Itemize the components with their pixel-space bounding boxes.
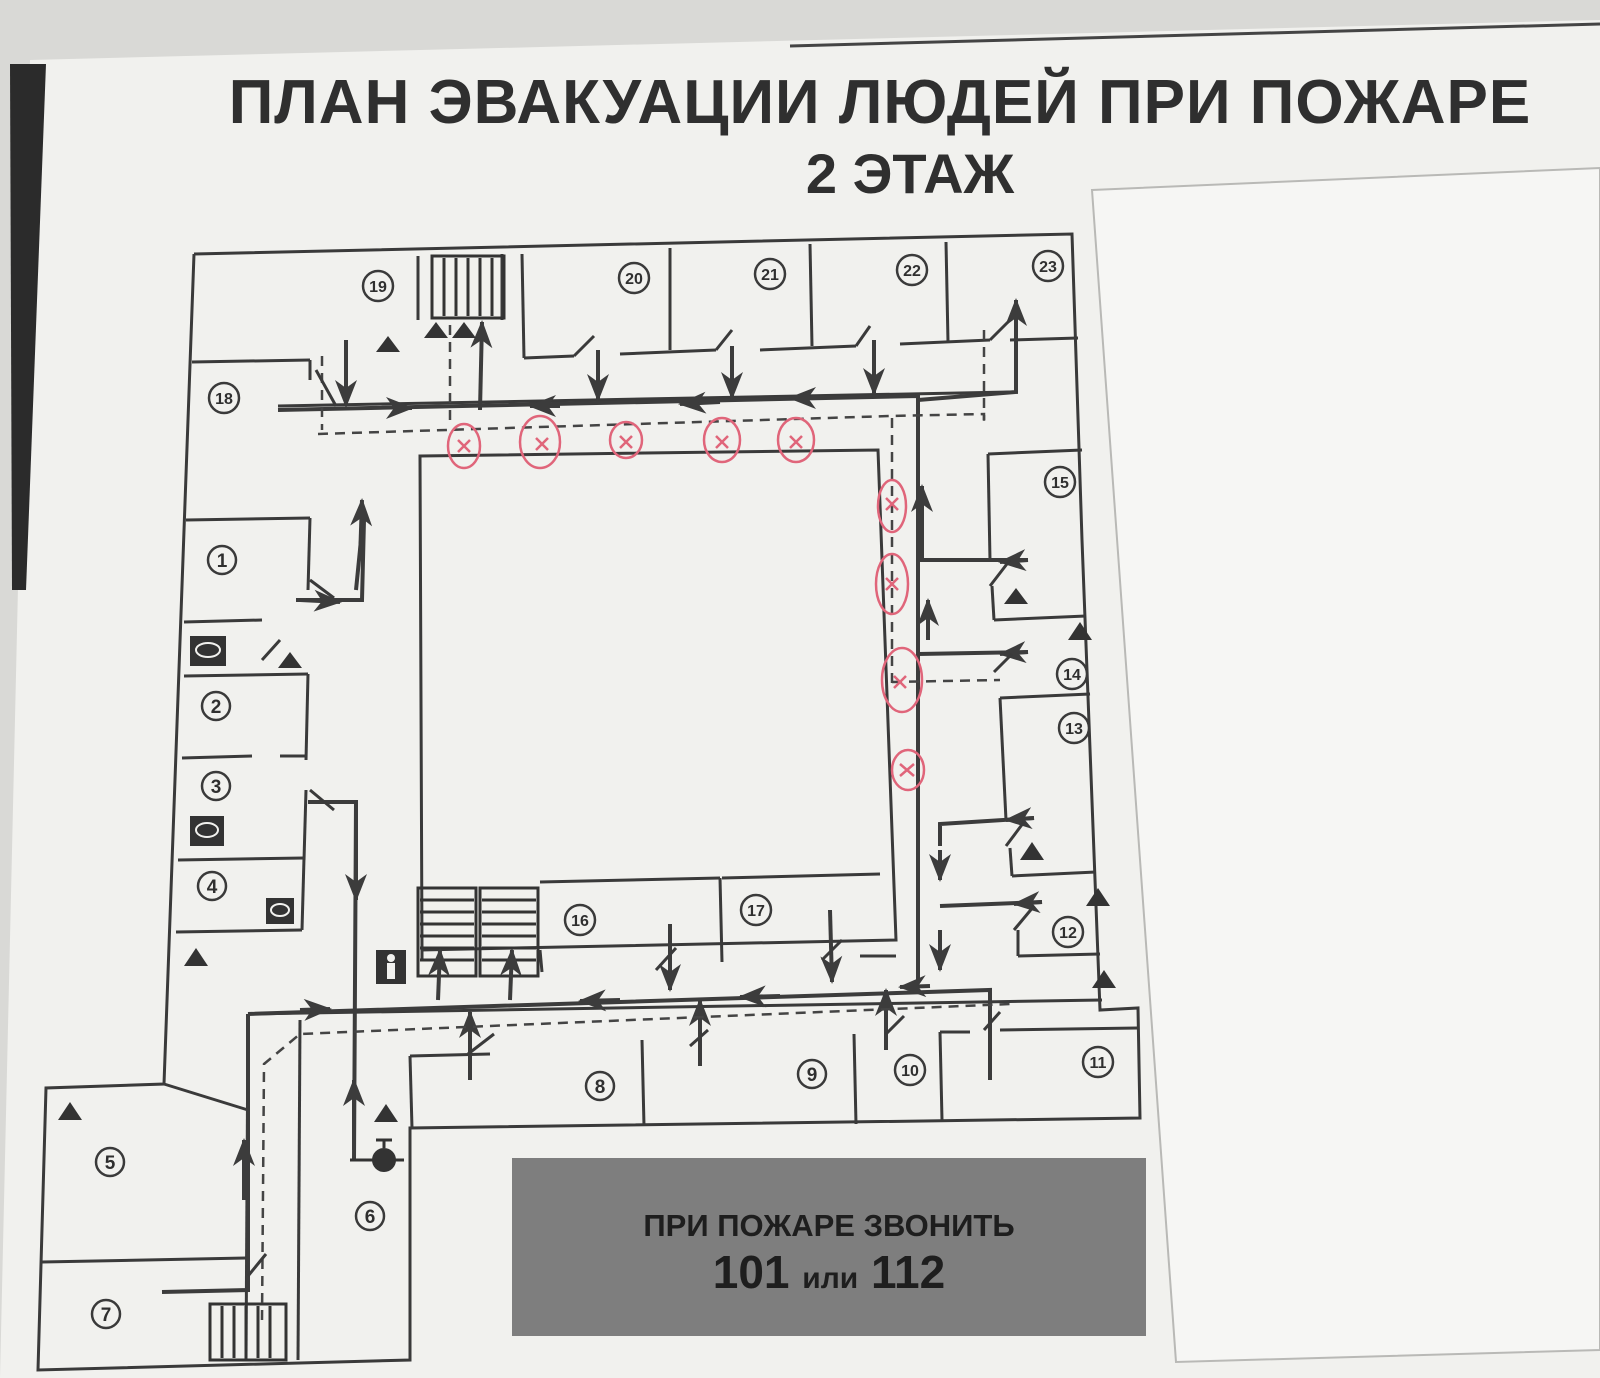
plan-title: ПЛАН ЭВАКУАЦИИ ЛЮДЕЙ ПРИ ПОЖАРЕ	[228, 68, 1532, 137]
room-label-21: 21	[761, 267, 779, 284]
phone-icon	[190, 636, 294, 924]
hand-marks	[446, 414, 926, 792]
doors	[246, 318, 1036, 1277]
room-label-1: 1	[217, 551, 228, 572]
evacuation-routes	[161, 298, 1043, 1294]
room-label-22: 22	[903, 263, 921, 280]
person-icon	[376, 950, 406, 984]
room-label-7: 7	[101, 1305, 112, 1326]
room-label-9: 9	[807, 1065, 818, 1086]
room-label-19: 19	[369, 279, 387, 296]
emergency-number-1: 101	[712, 1246, 790, 1298]
paper-right-sheet	[1090, 166, 1600, 1364]
paper-top-edge	[789, 22, 1600, 48]
room-label-10: 10	[901, 1063, 919, 1080]
room-label-15: 15	[1051, 475, 1069, 492]
room-label-13: 13	[1065, 721, 1083, 738]
room-label-20: 20	[625, 271, 643, 288]
room-label-2: 2	[211, 697, 222, 718]
conjunction-text: или	[802, 1262, 859, 1295]
room-label-11: 11	[1090, 1055, 1107, 1072]
room-label-18: 18	[215, 391, 233, 408]
extinguisher-triangles	[58, 322, 1116, 1122]
room-label-5: 5	[105, 1153, 116, 1174]
floor-subtitle: 2 ЭТАЖ	[805, 142, 1015, 205]
room-label-4: 4	[207, 877, 218, 898]
room-label-16: 16	[571, 913, 589, 930]
fire-hose-icon	[350, 1138, 404, 1172]
room-label-23: 23	[1039, 259, 1057, 276]
dark-left-bar	[10, 64, 46, 590]
room-label-17: 17	[747, 903, 765, 920]
room-label-12: 12	[1059, 925, 1077, 942]
room-number-circles	[90, 249, 1115, 1330]
emergency-numbers: 101 или 112	[512, 1244, 1146, 1307]
room-label-8: 8	[595, 1077, 606, 1098]
walls	[36, 232, 1142, 1372]
room-label-3: 3	[211, 777, 222, 798]
emergency-call-box: ПРИ ПОЖАРЕ ЗВОНИТЬ 101 или 112	[512, 1158, 1146, 1336]
room-label-14: 14	[1063, 667, 1081, 684]
room-label-6: 6	[365, 1207, 376, 1228]
emergency-number-2: 112	[871, 1246, 946, 1298]
call-instruction: ПРИ ПОЖАРЕ ЗВОНИТЬ	[643, 1208, 1015, 1243]
